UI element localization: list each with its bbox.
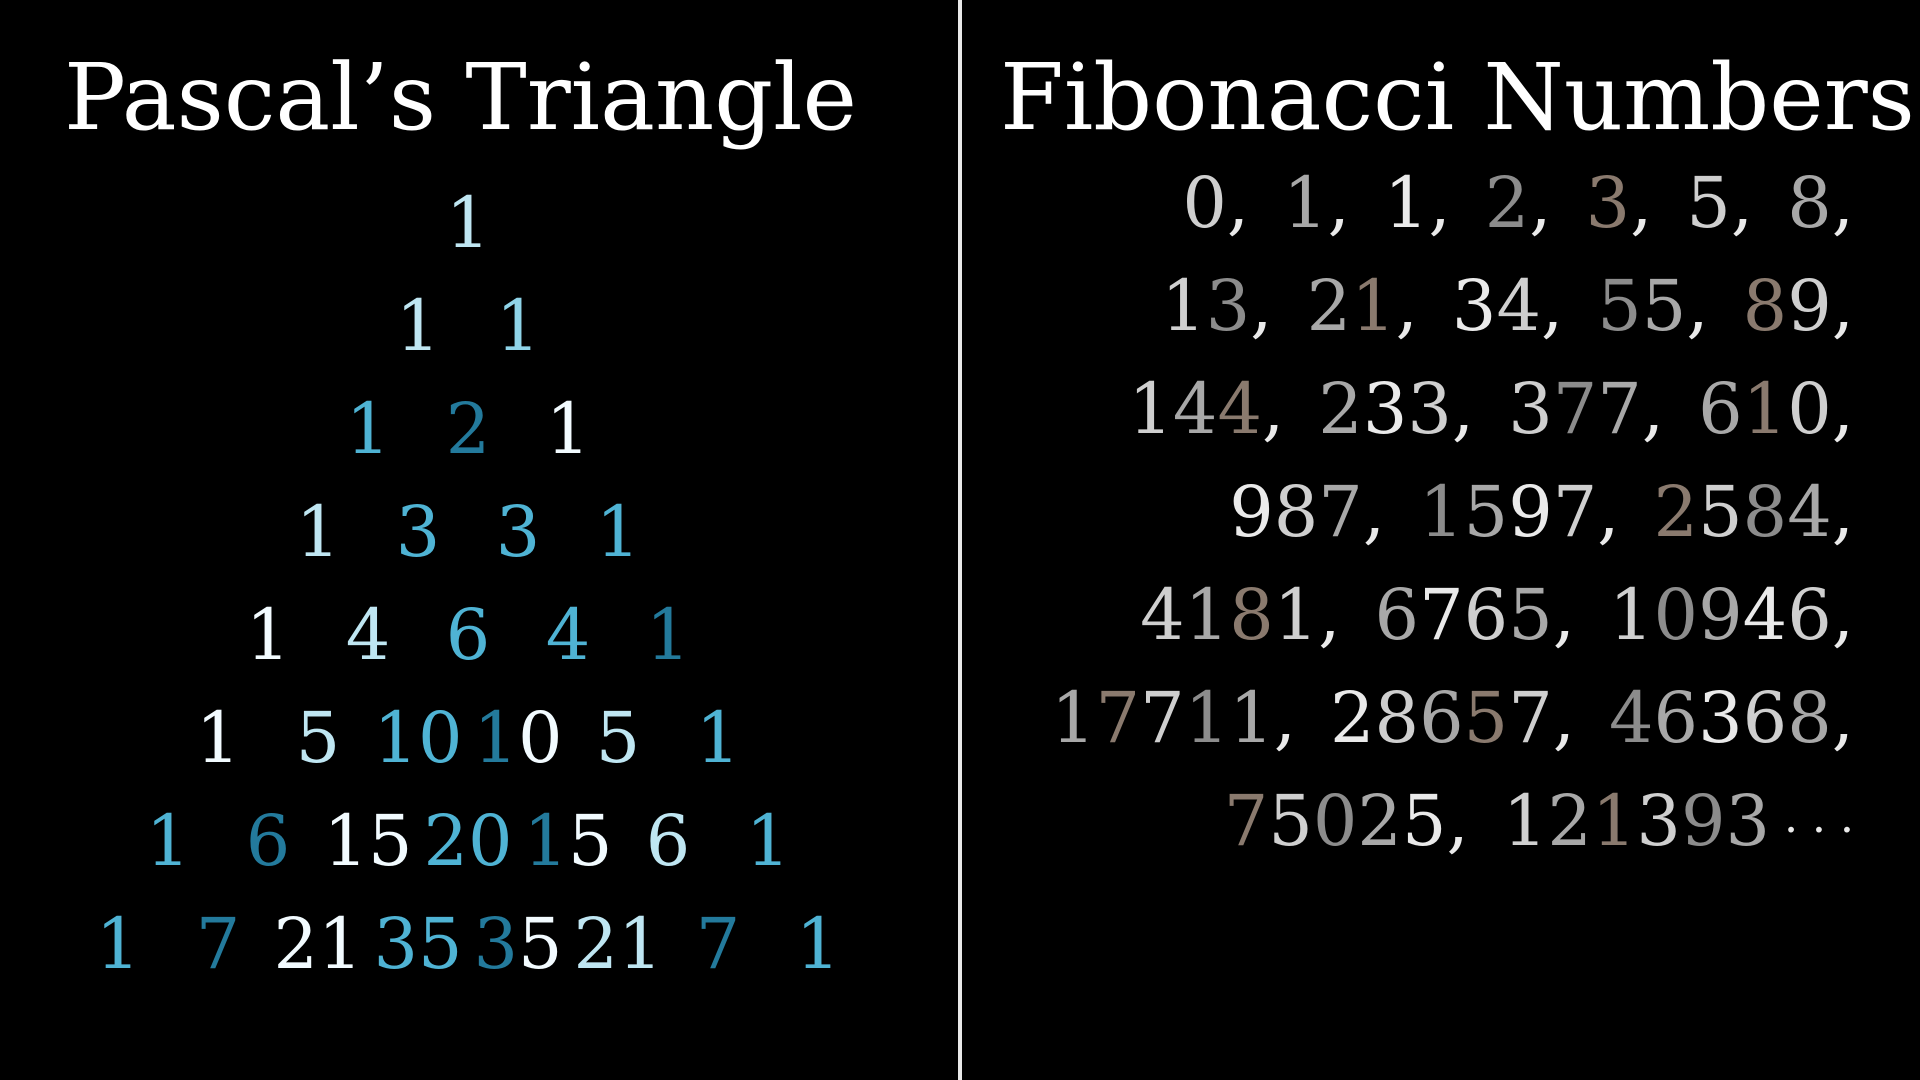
fibonacci-number: 21 — [1306, 265, 1396, 347]
fibonacci-number: 121393 — [1502, 780, 1771, 862]
fibonacci-line: 4181,6765,10946, — [1140, 574, 1854, 656]
panel-divider — [958, 0, 962, 1080]
fibonacci-number: 3 — [1585, 162, 1631, 244]
fibonacci-number: 17711 — [1051, 677, 1274, 759]
fibonacci-number: 1597 — [1419, 471, 1598, 553]
pascal-number: 4 — [345, 594, 391, 676]
fibonacci-number: 4181 — [1140, 574, 1319, 656]
pascal-number: 1 — [695, 697, 741, 779]
fibonacci-number: 144 — [1128, 368, 1263, 450]
pascal-number: 2 — [445, 388, 491, 470]
pascal-number: 1 — [195, 697, 241, 779]
fibonacci-number: 233 — [1318, 368, 1452, 450]
pascal-number: 3 — [395, 491, 441, 573]
pascal-number: 21 — [573, 903, 663, 985]
fibonacci-number: 2584 — [1653, 471, 1832, 553]
pascal-number: 1 — [745, 800, 791, 882]
fibonacci-number: 10946 — [1609, 574, 1832, 656]
pascal-number: 6 — [645, 800, 691, 882]
fibonacci-number: 8 — [1787, 162, 1832, 244]
pascal-number: 35 — [473, 903, 563, 985]
fibonacci-number: 46368 — [1609, 677, 1832, 759]
fibonacci-number: 1 — [1383, 162, 1429, 244]
pascal-number: 1 — [795, 903, 841, 985]
fibonacci-number: 5 — [1686, 162, 1731, 244]
pascal-number: 1 — [295, 491, 341, 573]
pascal-number: 1 — [445, 182, 491, 264]
pascal-number: 4 — [545, 594, 591, 676]
pascal-number: 7 — [695, 903, 741, 985]
pascal-number: 7 — [195, 903, 241, 985]
pascal-number: 1 — [345, 388, 391, 470]
pascal-number: 3 — [495, 491, 541, 573]
fibonacci-number: 0 — [1182, 162, 1227, 244]
fibonacci-line: 13,21,34,55,89, — [1161, 265, 1854, 347]
pascal-number: 15 — [323, 800, 413, 882]
pascal-number: 1 — [645, 594, 691, 676]
pascal-number: 1 — [595, 491, 641, 573]
fibonacci-number: 55 — [1597, 265, 1687, 347]
pascal-number: 1 — [95, 903, 141, 985]
pascal-number: 1 — [145, 800, 191, 882]
fibonacci-number: 1 — [1283, 162, 1328, 244]
pascal-number: 15 — [523, 800, 613, 882]
fibonacci-title: Fibonacci Numbers — [1000, 44, 1915, 151]
pascal-row: 1 — [0, 178, 950, 268]
fibonacci-line: 0,1,1,2,3,5,8, — [1182, 162, 1854, 244]
fibonacci-number: 2 — [1484, 162, 1530, 244]
fibonacci-number: 75025 — [1223, 780, 1447, 862]
pascal-number: 10 — [473, 697, 563, 779]
pascal-number: 1 — [245, 594, 291, 676]
pascal-number: 5 — [295, 697, 341, 779]
pascal-number: 6 — [445, 594, 491, 676]
fibonacci-number: 28657 — [1330, 677, 1553, 759]
fibonacci-number: 6765 — [1374, 574, 1553, 656]
fibonacci-line: 17711,28657,46368, — [1051, 677, 1854, 759]
fibonacci-number: 34 — [1451, 265, 1542, 347]
fibonacci-number: 13 — [1161, 265, 1251, 347]
pascal-number: 6 — [245, 800, 291, 882]
fibonacci-line: 144,233,377,610, — [1128, 368, 1854, 450]
pascal-number: 35 — [373, 903, 463, 985]
pascal-number: 20 — [423, 800, 513, 882]
fibonacci-number: 89 — [1742, 265, 1832, 347]
fibonacci-number: 610 — [1698, 368, 1832, 450]
pascal-number: 1 — [545, 388, 591, 470]
fibonacci-number: 987 — [1229, 471, 1363, 553]
pascal-title: Pascal’s Triangle — [64, 44, 857, 151]
pascal-number: 5 — [595, 697, 641, 779]
pascal-number: 1 — [395, 285, 441, 367]
fibonacci-line: 987,1597,2584, — [1229, 471, 1854, 553]
pascal-number: 21 — [273, 903, 363, 985]
fibonacci-ellipsis: · · · — [1784, 805, 1854, 856]
fibonacci-line: 75025,121393· · · — [1223, 780, 1854, 862]
fibonacci-number: 377 — [1508, 368, 1642, 450]
pascal-number: 1 — [495, 285, 541, 367]
pascal-number: 10 — [373, 697, 463, 779]
